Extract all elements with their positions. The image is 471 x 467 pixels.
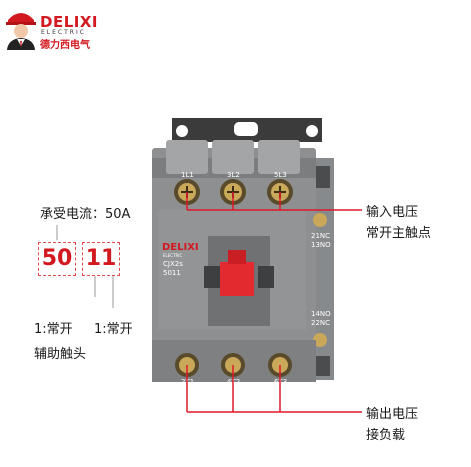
device-brand-sub: ELECTRIC [163,253,182,258]
code-box-current: 50 [38,242,76,276]
aux-note-2: 1:常开 [94,322,133,337]
aux-label-top-2: 13NO [311,241,331,249]
aux-label-bottom-1: 14NO [311,310,331,318]
rated-current-label: 承受电流：50A [40,207,131,222]
device-model-code: 5011 [163,269,181,277]
aux-label-top-1: 21NC [311,232,330,240]
output-pointer-lines [186,365,362,413]
terminal-label-top-3: 5L3 [274,171,287,179]
input-voltage-title: 输入电压 [366,205,419,220]
code-box-aux: 11 [82,242,120,276]
brand-logo-chinese: 德力西电气 [40,40,90,51]
device-brand-label: DELIXI [162,242,199,253]
output-voltage-sub: 接负载 [366,428,406,443]
aux-caption: 辅助触头 [34,347,87,362]
brand-logo-subtitle: ELECTRIC [41,29,86,36]
terminal-label-top-1: 1L1 [181,171,194,179]
actuator-button [220,262,254,296]
output-voltage-title: 输出电压 [366,407,419,422]
worker-mascot-icon [6,13,36,50]
aux-note-1: 1:常开 [34,322,73,337]
brand-logo-text: DELIXI [40,13,98,31]
device-model: CJX2s [163,260,183,268]
code-leader-lines [56,225,114,308]
aux-label-bottom-2: 22NC [311,319,330,327]
input-pointer-lines [186,192,362,211]
input-voltage-sub: 常开主触点 [366,226,432,241]
terminal-label-top-2: 3L2 [227,171,240,179]
